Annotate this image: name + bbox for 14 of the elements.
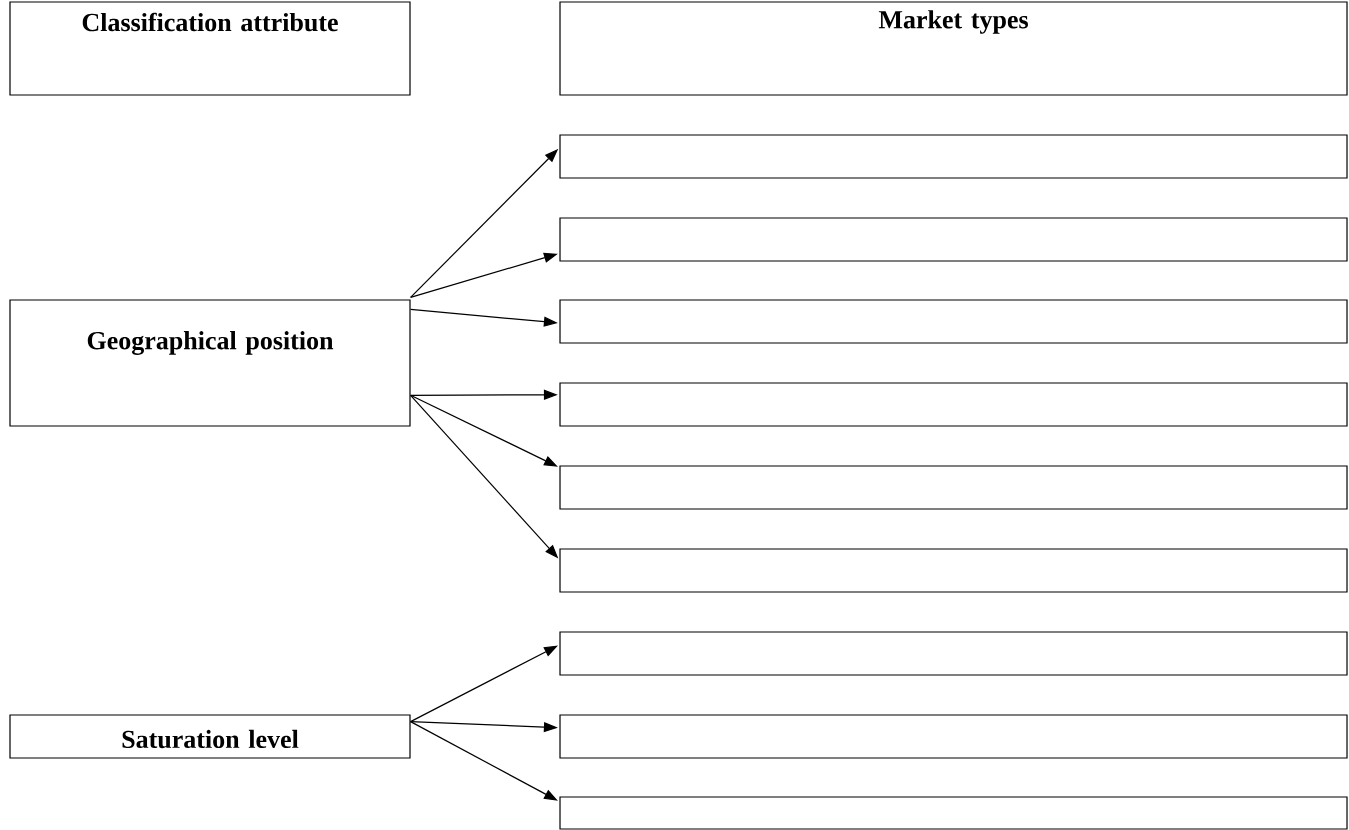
empty-box [559, 465, 1348, 510]
empty-box [559, 714, 1348, 759]
empty-box [559, 134, 1348, 179]
attribute-box: Saturation level [9, 714, 411, 759]
empty-box [559, 796, 1348, 830]
attribute-box: Geographical position [9, 299, 411, 427]
empty-box [559, 299, 1348, 344]
attribute-box: Classification attribute [9, 1, 411, 96]
empty-box [559, 548, 1348, 593]
attribute-box: Market types [559, 1, 1348, 96]
arrow [410, 394, 558, 467]
empty-box [559, 382, 1348, 427]
empty-box [559, 631, 1348, 676]
empty-box [559, 217, 1348, 262]
